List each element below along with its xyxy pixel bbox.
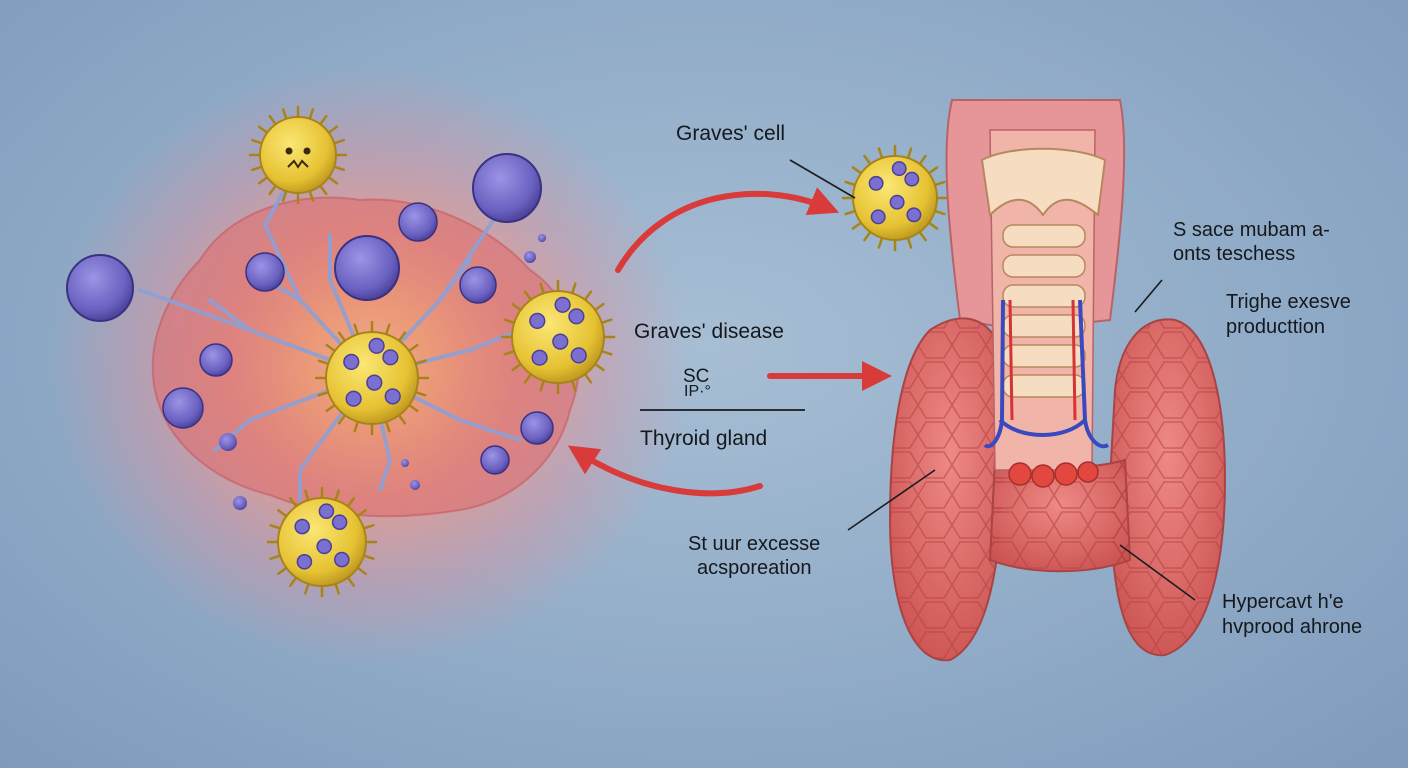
purple-lymphocyte-icon	[219, 433, 237, 451]
purple-lymphocyte-icon	[233, 496, 247, 510]
hyper-label-line2: hvprood ahrone	[1222, 616, 1363, 638]
trighe-label-line1: Trighe exesve	[1226, 291, 1351, 313]
leader-excess	[847, 469, 936, 531]
spiky-yellow-cell-icon	[266, 486, 378, 598]
artery	[1071, 299, 1077, 421]
spiky-yellow-cell-icon	[248, 105, 348, 205]
purple-lymphocyte-icon	[480, 445, 510, 475]
purple-lymphocyte-icon	[524, 251, 536, 263]
purple-lymphocyte-icon	[162, 387, 204, 429]
purple-lymphocyte-icon	[520, 411, 554, 445]
purple-lymphocyte-icon	[401, 459, 409, 467]
trachea-illustration	[980, 129, 1110, 488]
vein	[998, 418, 1087, 437]
curved-arrow-to-cell	[615, 187, 840, 273]
thyroid-gland-illustration	[888, 99, 1227, 662]
leader-hyper	[1119, 544, 1196, 601]
purple-lymphocyte-icon	[538, 234, 546, 242]
space-label-line2: onts teschess	[1173, 243, 1296, 265]
fraction-symbol-top: SC	[683, 366, 710, 387]
trachea-ring	[1002, 224, 1086, 248]
curved-arrow-back	[567, 445, 763, 497]
excess-label-line2: acsporeation	[697, 557, 812, 579]
purple-lymphocyte-icon	[398, 202, 438, 242]
immune-cluster	[50, 65, 949, 665]
lymphocyte-group	[66, 153, 554, 510]
antigen-cell-group	[248, 105, 949, 598]
purple-lymphocyte-icon	[199, 343, 233, 377]
artery	[1008, 299, 1014, 421]
trachea-ring	[1002, 374, 1086, 398]
purple-lymphocyte-icon	[245, 252, 285, 292]
purple-lymphocyte-icon	[66, 254, 134, 322]
graves-disease-label: Graves' disease	[634, 320, 784, 343]
trighe-label-line2: producttion	[1226, 316, 1325, 338]
leader-lines	[789, 159, 1196, 601]
flow-arrows	[567, 187, 892, 497]
purple-lymphocyte-icon	[472, 153, 542, 223]
purple-lymphocyte-icon	[459, 266, 497, 304]
spiky-yellow-cell-icon	[314, 320, 430, 436]
leader-graves-cell	[789, 159, 856, 199]
thyroid-gland-label: Thyroid gland	[640, 427, 768, 450]
thyroid-cartilage	[980, 147, 1107, 218]
fraction-symbol-bottom: IP·°	[684, 383, 711, 400]
fraction-divider	[640, 409, 805, 411]
parathyroid-nodules	[1008, 461, 1099, 488]
leader-space	[1134, 279, 1163, 313]
spiky-yellow-cell-icon	[841, 144, 949, 252]
purple-lymphocyte-icon	[410, 480, 420, 490]
trachea-ring	[1002, 284, 1086, 308]
spiky-yellow-cell-icon	[500, 279, 616, 395]
hyper-label-line1: Hypercavt h'e	[1222, 591, 1344, 613]
purple-lymphocyte-icon	[334, 235, 400, 301]
space-label-line1: S sace mubam a-	[1173, 219, 1330, 241]
excess-label-line1: St uur excesse	[688, 533, 821, 555]
trachea-ring	[1002, 254, 1086, 278]
graves-cell-label: Graves' cell	[676, 122, 786, 145]
